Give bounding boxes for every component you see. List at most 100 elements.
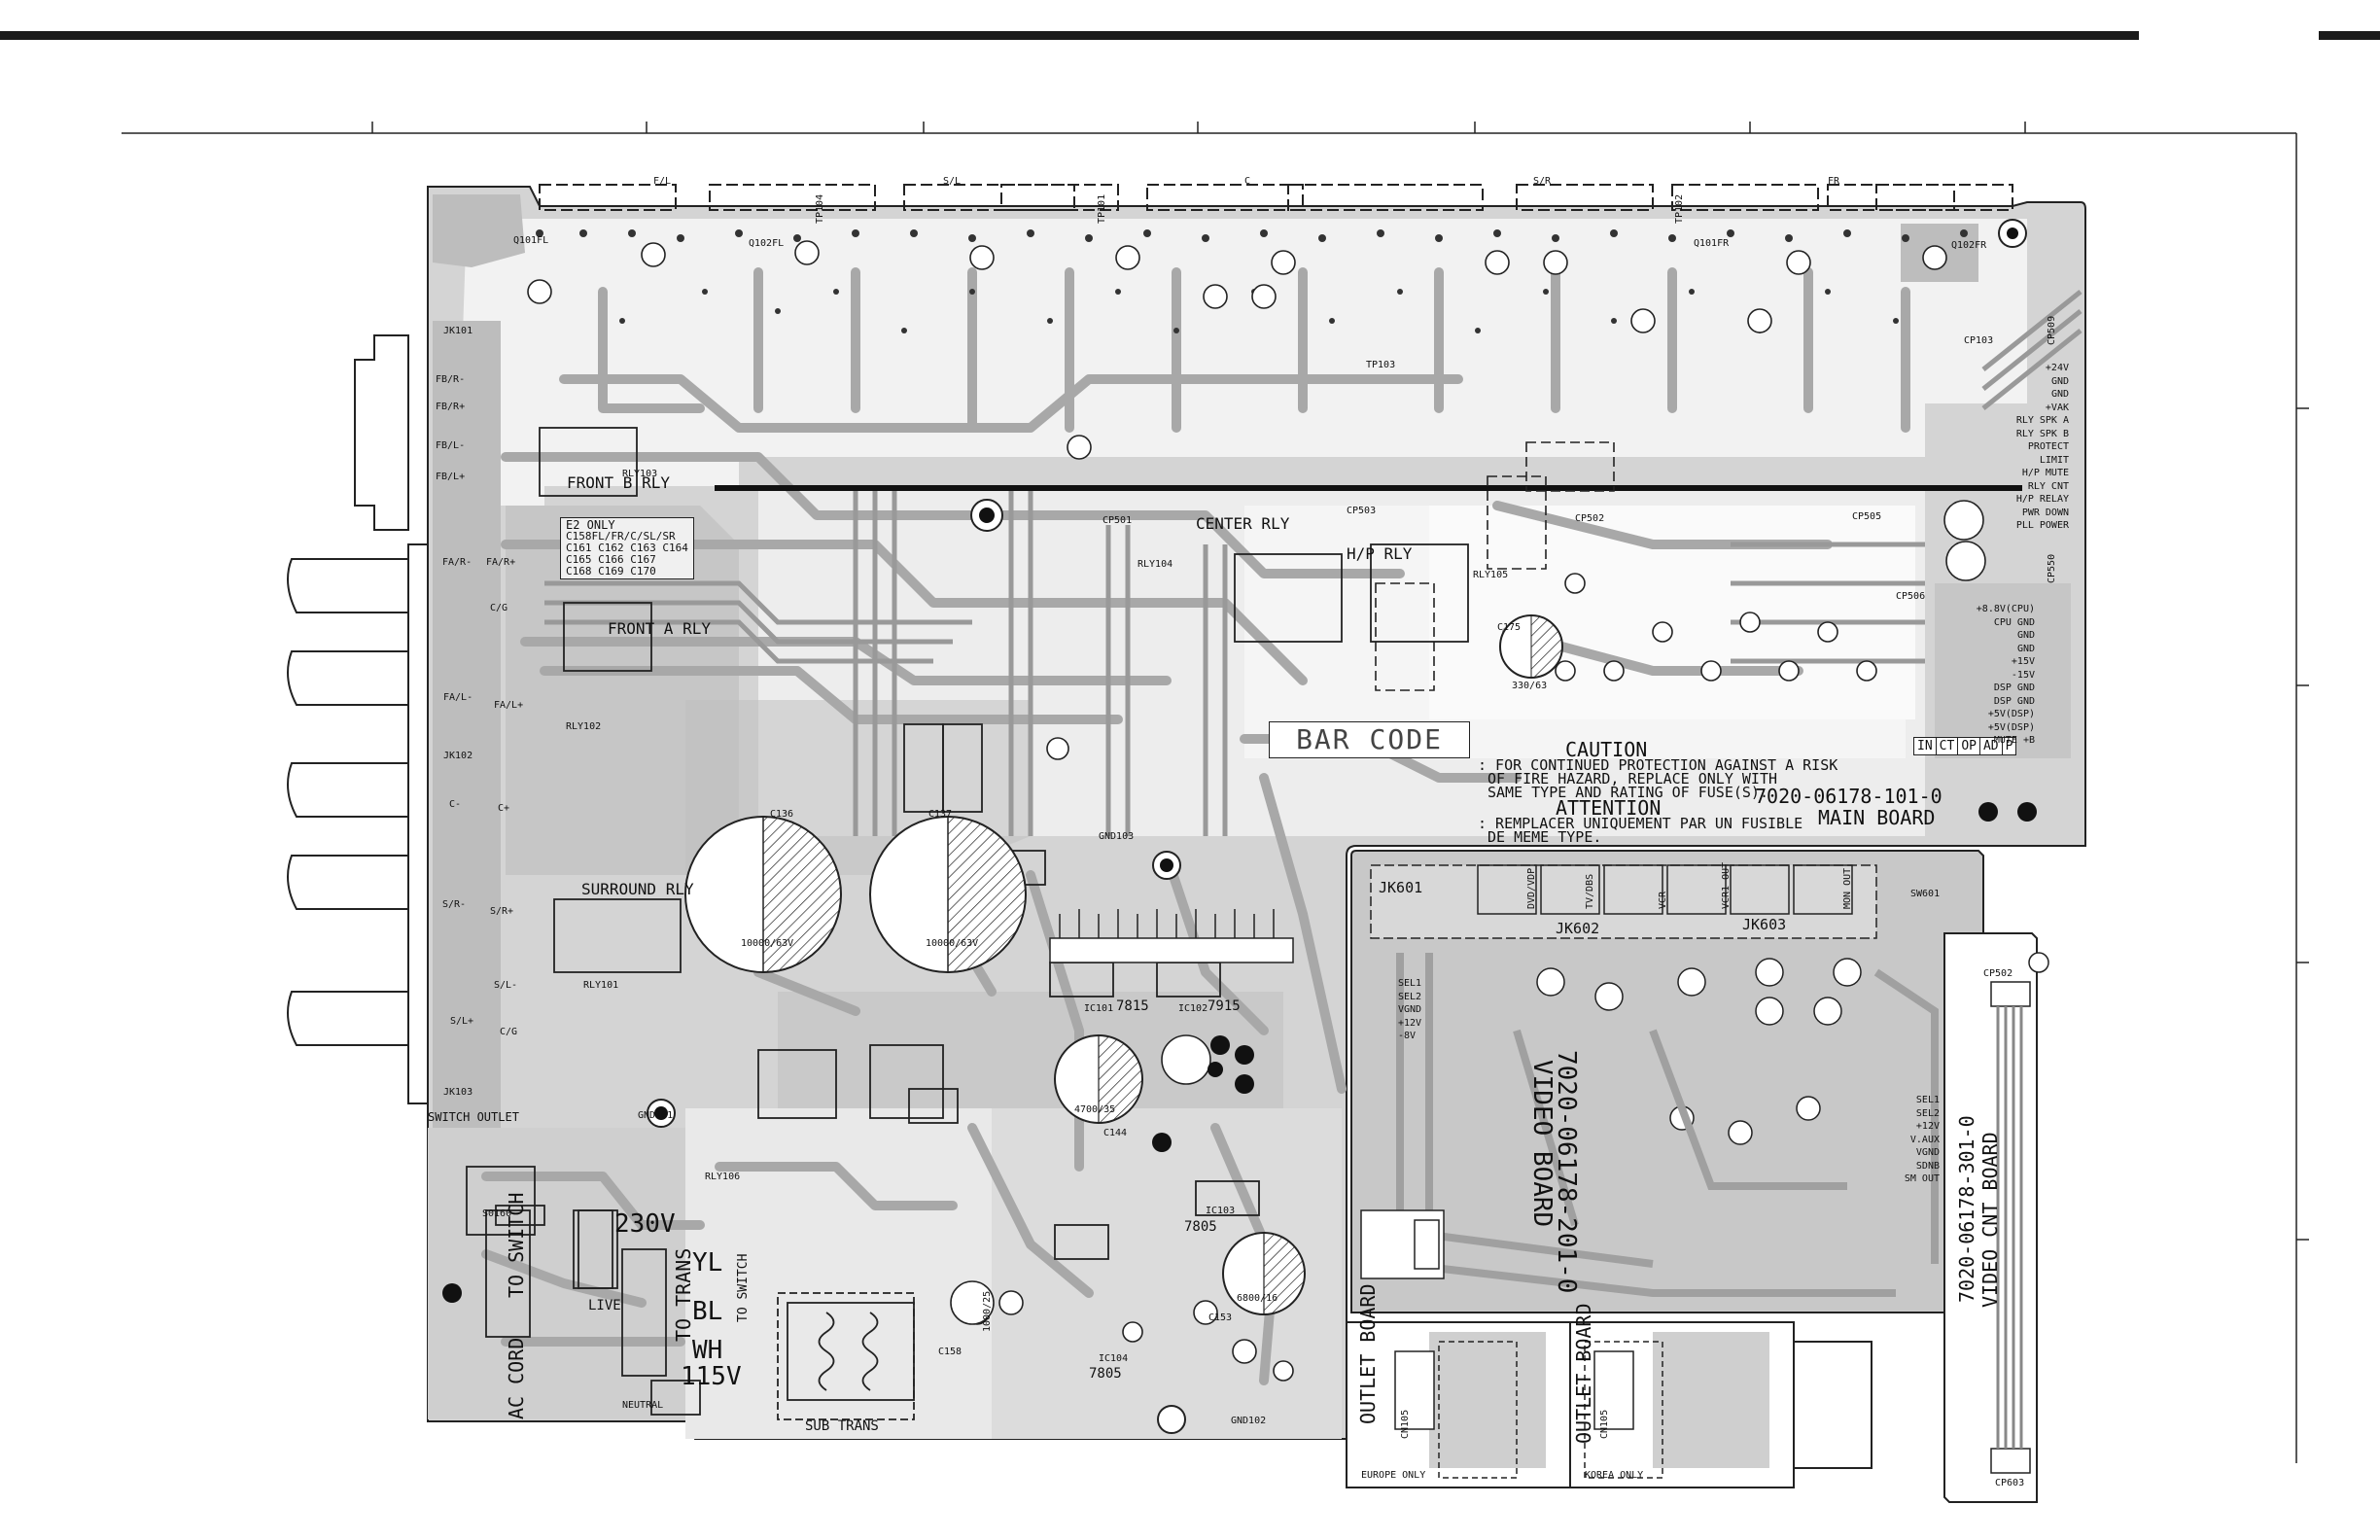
pin-label: MUTE +B: [1993, 735, 2035, 746]
switch-sw601: SW601: [1910, 889, 1941, 899]
jack-label: FB/L+: [436, 472, 466, 482]
relay-surround: SURROUND RLY: [581, 880, 694, 898]
regulator-7805-a: 7805: [1184, 1219, 1217, 1235]
caution-line-1: : FOR CONTINUED PROTECTION AGAINST A RIS…: [1478, 756, 1838, 774]
pin-label: GND: [2050, 375, 2069, 387]
revision-tag: IN: [1914, 738, 1937, 754]
video-cnt-bottom-connector: CP603: [1995, 1478, 2025, 1488]
channel-tab-c: C: [1244, 176, 1251, 187]
jack-label: S/L+: [450, 1016, 474, 1027]
label-bl: BL: [692, 1297, 723, 1326]
heatsink: [1049, 909, 1294, 963]
regulator-7815: 7815: [1116, 998, 1149, 1014]
ground-gnd103: GND103: [1099, 831, 1135, 842]
relay-center: CENTER RLY: [1196, 514, 1290, 533]
jack-jk102: JK102: [443, 751, 473, 761]
jack-jk602: JK602: [1556, 920, 1600, 937]
relay-rly105: RLY105: [1473, 570, 1509, 580]
pin-label: PLL POWER: [2015, 520, 2069, 531]
outlet-board-europe-note: EUROPE ONLY: [1361, 1470, 1426, 1481]
relay-hp: H/P RLY: [1347, 544, 1413, 563]
attention-title: ATTENTION: [1556, 796, 1662, 820]
jack-jk601: JK601: [1379, 879, 1423, 896]
caution-title: CAUTION: [1565, 738, 1648, 761]
jack-label: C+: [498, 803, 510, 814]
pin-label: DSP GND: [1993, 682, 2035, 693]
transistor-q101fl: Q101FL: [513, 235, 549, 246]
connector-cp501: CP501: [1102, 515, 1133, 526]
jack-label: C/G: [490, 603, 508, 613]
main-board: [427, 184, 2086, 1440]
jack-label: FA/R-: [442, 557, 472, 568]
jack-label: FB/L-: [436, 440, 466, 451]
cap-c153-value: 6800/16: [1237, 1293, 1278, 1304]
caution-line-2: OF FIRE HAZARD, REPLACE ONLY WITH: [1488, 770, 1778, 788]
pin-label: DSP GND: [1993, 695, 2035, 707]
video-conn-mon-out: MON OUT: [1842, 867, 1853, 909]
e2-note-line: C161 C162 C163 C164: [566, 542, 688, 554]
label-neutral: NEUTRAL: [622, 1400, 664, 1411]
e2-note-line: C158FL/FR/C/SL/SR: [566, 530, 676, 542]
label-ac-cord: AC CORD: [505, 1337, 528, 1419]
attention-line-1: : REMPLACER UNIQUEMENT PAR UN FUSIBLE: [1478, 815, 1803, 832]
pin-label: CPU GND: [1993, 616, 2035, 628]
transistor-q102fl: Q102FL: [749, 238, 785, 249]
pin-label: RLY CNT: [2027, 480, 2069, 492]
label-115v: 115V: [681, 1362, 742, 1391]
ic-ic103: IC103: [1206, 1206, 1236, 1216]
testpoint-tp102: TP102: [1674, 193, 1685, 224]
revision-tag: AD: [1980, 738, 2003, 754]
transistor-q101fr: Q101FR: [1694, 238, 1730, 249]
e2-only-note: E2 ONLY C158FL/FR/C/SL/SR C161 C162 C163…: [560, 517, 694, 579]
pin-label: -8V: [1398, 1031, 1417, 1041]
pin-label: SEL1: [1398, 978, 1422, 989]
jack-label: S/L-: [494, 980, 518, 991]
channel-tab-sr: S/R: [1533, 176, 1552, 187]
right-connector-pins: +24V GND GND +VAK RLY SPK A RLY SPK B PR…: [1983, 362, 2069, 533]
cap-c144-ref: C144: [1103, 1128, 1128, 1138]
video-board-name: VIDEO BOARD: [1527, 1060, 1557, 1228]
pin-label: V.AUX: [1909, 1134, 1940, 1145]
e2-note-line: C168 C169 C170: [566, 565, 656, 578]
testpoint-tp101: TP101: [1097, 193, 1107, 224]
e2-note-line: C165 C166 C167: [566, 553, 656, 566]
jack-label: FB/R-: [436, 374, 466, 385]
pin-label: PROTECT: [2027, 441, 2069, 452]
relay-rly106: RLY106: [705, 1172, 741, 1182]
main-board-name: MAIN BOARD: [1818, 806, 1936, 829]
relay-rly104: RLY104: [1138, 559, 1173, 570]
pin-label: +5V(DSP): [1987, 709, 2035, 719]
right-connector2-pins: +8.8V(CPU) CPU GND GND GND +15V -15V DSP…: [1949, 603, 2035, 748]
relay-front-a: FRONT A RLY: [608, 619, 711, 638]
label-live: LIVE: [588, 1298, 621, 1313]
connector-cp502: CP502: [1575, 513, 1605, 524]
switch-outlet-label: SWITCH OUTLET: [428, 1110, 519, 1124]
connector-cp506: CP506: [1896, 591, 1926, 602]
big-filter-caps: [684, 500, 1986, 1325]
regulator-7915: 7915: [1208, 998, 1241, 1014]
video-cnt-pins: SEL1 SEL2 +12V V.AUX VGND SDNB SM OUT: [1896, 1094, 1940, 1186]
jack-label: FB/R+: [436, 402, 466, 412]
cap-c137-value: 10000/63V: [926, 938, 979, 949]
ground-gnd101: GND101: [638, 1110, 674, 1121]
cap-c136-ref: C136: [770, 809, 794, 820]
pin-label: RLY SPK A: [2015, 415, 2069, 426]
label-sub-trans: SUB TRANS: [805, 1418, 879, 1434]
pin-label: SM OUT: [1904, 1173, 1940, 1184]
cap-c158-ref: C158: [938, 1347, 962, 1357]
pin-label: H/P RELAY: [2015, 494, 2069, 505]
caution-line-3: SAME TYPE AND RATING OF FUSE(S).: [1488, 784, 1768, 801]
video-conn-vcr1-out: VCR1 OUT: [1721, 861, 1732, 909]
video-board-part-number: 7020-06178-201-0: [1552, 1050, 1581, 1294]
outlet-board-korea: OUTLET BOARD: [1572, 1303, 1595, 1445]
pin-label: VGND: [1915, 1147, 1940, 1158]
label-to-trans: TO TRANS: [672, 1247, 695, 1342]
pin-label: -15V: [2011, 669, 2035, 681]
pin-label: SDNB: [1915, 1160, 1940, 1172]
label-wh: WH: [692, 1336, 723, 1365]
pin-label: PWR DOWN: [2021, 507, 2069, 518]
relay-front-b: FRONT B RLY: [567, 473, 670, 492]
pin-label: +VAK: [2045, 402, 2069, 413]
frame-ruler: [122, 122, 2309, 1463]
connector-cp503: CP503: [1347, 506, 1377, 516]
